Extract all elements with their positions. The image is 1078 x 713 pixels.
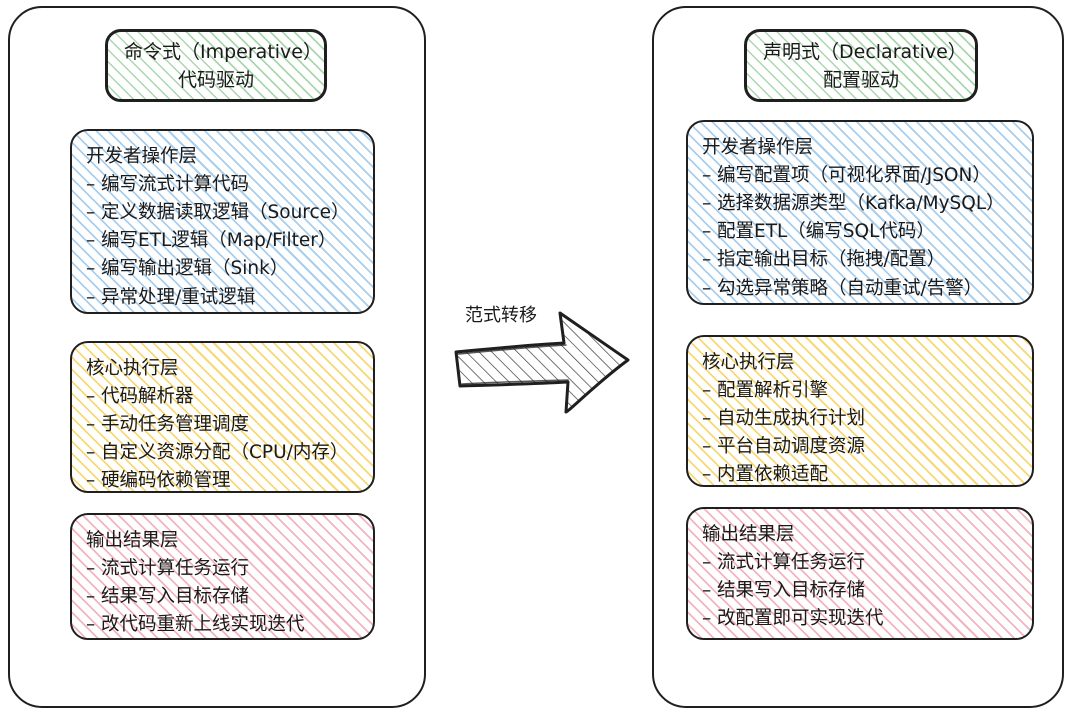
left-output-layer-card: 输出结果层 – 流式计算任务运行 – 结果写入目标存储 – 改代码重新上线实现迭… xyxy=(70,513,375,640)
right-core-execution-layer-card: 核心执行层 – 配置解析引擎 – 自动生成执行计划 – 平台自动调度资源 – 内… xyxy=(686,335,1034,487)
left-output-layer-title: 输出结果层 xyxy=(86,530,179,551)
list-item-label: 编写输出逻辑（Sink） xyxy=(101,258,289,280)
list-item-label: 选择数据源类型（Kafka/MySQL） xyxy=(717,193,1005,215)
arrow-label: 范式转移 xyxy=(465,305,537,326)
right-developer-layer-card: 开发者操作层 – 编写配置项（可视化界面/JSON） – 选择数据源类型（Kaf… xyxy=(686,120,1034,305)
left-developer-layer-card: 开发者操作层 – 编写流式计算代码 – 定义数据读取逻辑（Source） – 编… xyxy=(70,129,375,314)
list-item: – 定义数据读取逻辑（Source） xyxy=(86,199,359,227)
bullet-dash: – xyxy=(702,464,712,486)
bullet-dash: – xyxy=(86,286,96,308)
bullet-dash: – xyxy=(702,436,712,458)
list-item: – 勾选异常策略（自动重试/告警） xyxy=(702,275,1018,303)
list-item: – 编写ETL逻辑（Map/Filter） xyxy=(86,227,359,255)
list-item-label: 编写流式计算代码 xyxy=(101,174,250,196)
list-item: – 流式计算任务运行 xyxy=(86,555,359,583)
bullet-dash: – xyxy=(86,230,96,252)
list-item-label: 结果写入目标存储 xyxy=(717,580,866,602)
bullet-dash: – xyxy=(86,386,96,408)
list-item-label: 指定输出目标（拖拽/配置） xyxy=(717,249,946,271)
bullet-dash: – xyxy=(86,586,96,608)
list-item-label: 勾选异常策略（自动重试/告警） xyxy=(717,277,983,299)
bullet-dash: – xyxy=(86,258,96,280)
list-item: – 结果写入目标存储 xyxy=(702,577,1018,605)
list-item: – 编写配置项（可视化界面/JSON） xyxy=(702,162,1018,190)
list-item-label: 内置依赖适配 xyxy=(717,464,829,486)
list-item-label: 手动任务管理调度 xyxy=(101,414,250,436)
imperative-panel: 命令式（Imperative） 代码驱动 开发者操作层 – 编写流式计算代码 –… xyxy=(8,6,426,708)
right-output-layer-card: 输出结果层 – 流式计算任务运行 – 结果写入目标存储 – 改配置即可实现迭代 xyxy=(686,507,1034,640)
bullet-dash: – xyxy=(86,414,96,436)
list-item-label: 代码解析器 xyxy=(101,386,194,408)
bullet-dash: – xyxy=(702,193,712,215)
bullet-dash: – xyxy=(86,558,96,580)
imperative-header-line-1: 命令式（Imperative） xyxy=(124,41,322,63)
list-item: – 代码解析器 xyxy=(86,383,359,411)
list-item-label: 流式计算任务运行 xyxy=(717,552,866,574)
list-item-label: 异常处理/重试逻辑 xyxy=(101,286,256,308)
right-core-execution-layer-title: 核心执行层 xyxy=(702,352,795,373)
list-item-label: 流式计算任务运行 xyxy=(101,558,250,580)
list-item: – 异常处理/重试逻辑 xyxy=(86,284,359,312)
list-item: – 指定输出目标（拖拽/配置） xyxy=(702,246,1018,274)
list-item-label: 硬编码依赖管理 xyxy=(101,470,231,492)
list-item: – 硬编码依赖管理 xyxy=(86,467,359,492)
declarative-header-line-2: 配置驱动 xyxy=(822,68,899,91)
list-item-label: 定义数据读取逻辑（Source） xyxy=(101,202,350,224)
bullet-dash: – xyxy=(702,221,712,243)
bullet-dash: – xyxy=(702,165,712,187)
right-arrow-hatched-icon xyxy=(454,311,630,414)
bullet-dash: – xyxy=(702,408,712,430)
list-item-label: 平台自动调度资源 xyxy=(717,436,866,458)
bullet-dash: – xyxy=(702,580,712,602)
declarative-header-card: 声明式（Declarative） 配置驱动 xyxy=(744,29,978,102)
declarative-panel: 声明式（Declarative） 配置驱动 开发者操作层 – 编写配置项（可视化… xyxy=(652,6,1064,708)
bullet-dash: – xyxy=(702,608,712,630)
list-item: – 自定义资源分配（CPU/内存） xyxy=(86,439,359,467)
bullet-dash: – xyxy=(702,380,712,402)
list-item-label: 改代码重新上线实现迭代 xyxy=(101,614,305,636)
list-item: – 编写流式计算代码 xyxy=(86,171,359,199)
list-item-label: 改配置即可实现迭代 xyxy=(717,608,884,630)
list-item-label: 自定义资源分配（CPU/内存） xyxy=(101,442,349,464)
list-item-label: 自动生成执行计划 xyxy=(717,408,866,430)
left-core-execution-layer-title: 核心执行层 xyxy=(86,358,179,379)
list-item: – 平台自动调度资源 xyxy=(702,433,1018,461)
right-developer-layer-title: 开发者操作层 xyxy=(702,137,814,158)
bullet-dash: – xyxy=(86,614,96,636)
declarative-header-line-1: 声明式（Declarative） xyxy=(763,41,967,63)
list-item: – 流式计算任务运行 xyxy=(702,549,1018,577)
list-item: – 自动生成执行计划 xyxy=(702,405,1018,433)
list-item-label: 结果写入目标存储 xyxy=(101,586,250,608)
bullet-dash: – xyxy=(86,442,96,464)
list-item: – 配置ETL（编写SQL代码） xyxy=(702,218,1018,246)
right-output-layer-title: 输出结果层 xyxy=(702,524,795,545)
list-item: – 配置解析引擎 xyxy=(702,377,1018,405)
list-item-label: 编写ETL逻辑（Map/Filter） xyxy=(101,230,337,252)
bullet-dash: – xyxy=(86,174,96,196)
bullet-dash: – xyxy=(702,552,712,574)
bullet-dash: – xyxy=(86,202,96,224)
imperative-header-card: 命令式（Imperative） 代码驱动 xyxy=(105,29,327,102)
list-item-label: 配置ETL（编写SQL代码） xyxy=(717,221,935,243)
paradigm-shift-arrow-group: 范式转移 xyxy=(448,296,638,426)
list-item: – 手动任务管理调度 xyxy=(86,411,359,439)
imperative-header-line-2: 代码驱动 xyxy=(177,68,254,91)
list-item: – 结果写入目标存储 xyxy=(86,583,359,611)
list-item-label: 编写配置项（可视化界面/JSON） xyxy=(717,165,991,187)
bullet-dash: – xyxy=(86,470,96,492)
list-item: – 改配置即可实现迭代 xyxy=(702,605,1018,633)
list-item: – 选择数据源类型（Kafka/MySQL） xyxy=(702,190,1018,218)
bullet-dash: – xyxy=(702,249,712,271)
list-item: – 改代码重新上线实现迭代 xyxy=(86,611,359,638)
left-developer-layer-title: 开发者操作层 xyxy=(86,146,198,167)
left-core-execution-layer-card: 核心执行层 – 代码解析器 – 手动任务管理调度 – 自定义资源分配（CPU/内… xyxy=(70,341,375,493)
list-item: – 内置依赖适配 xyxy=(702,461,1018,486)
bullet-dash: – xyxy=(702,277,712,299)
list-item: – 编写输出逻辑（Sink） xyxy=(86,255,359,283)
list-item-label: 配置解析引擎 xyxy=(717,380,829,402)
